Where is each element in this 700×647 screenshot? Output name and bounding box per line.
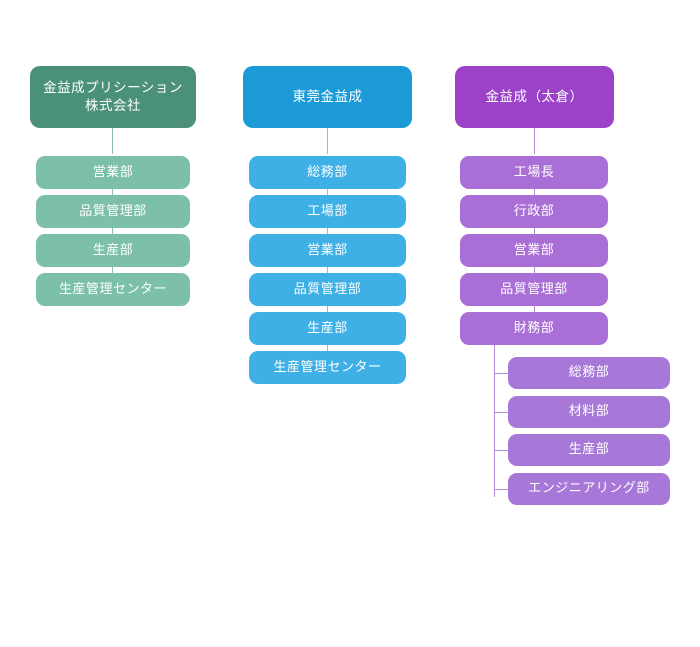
org-node-3-1[interactable]: 行政部 [460, 195, 608, 228]
org-node-2-3[interactable]: 品質管理部 [249, 273, 406, 306]
connector-1-1 [112, 228, 113, 234]
sub-bracket-branch-2 [494, 450, 508, 451]
org-node-3-2[interactable]: 営業部 [460, 234, 608, 267]
sub-bracket-branch-1 [494, 412, 508, 413]
connector-root-3 [534, 128, 535, 154]
org-node-2-4[interactable]: 生産部 [249, 312, 406, 345]
org-node-3-4-0[interactable]: 総務部 [508, 357, 670, 389]
org-node-2-2[interactable]: 営業部 [249, 234, 406, 267]
connector-1-2 [112, 267, 113, 273]
connector-2-2 [327, 267, 328, 273]
org-node-root-1[interactable]: 金益成プリシーション 株式会社 [30, 66, 196, 128]
org-node-1-1[interactable]: 品質管理部 [36, 195, 190, 228]
org-node-2-0[interactable]: 総務部 [249, 156, 406, 189]
connector-root-2 [327, 128, 328, 154]
connector-1-0 [112, 189, 113, 195]
org-node-3-0[interactable]: 工場長 [460, 156, 608, 189]
connector-2-0 [327, 189, 328, 195]
org-node-3-4-1[interactable]: 材料部 [508, 396, 670, 428]
connector-3-2 [534, 267, 535, 273]
org-node-root-2[interactable]: 東莞金益成 [243, 66, 412, 128]
org-node-3-4[interactable]: 財務部 [460, 312, 608, 345]
org-node-3-4-2[interactable]: 生産部 [508, 434, 670, 466]
org-node-3-3[interactable]: 品質管理部 [460, 273, 608, 306]
org-node-1-0[interactable]: 営業部 [36, 156, 190, 189]
sub-bracket-trunk [494, 345, 495, 497]
connector-3-3 [534, 306, 535, 312]
org-node-root-3[interactable]: 金益成（太倉） [455, 66, 614, 128]
connector-2-3 [327, 306, 328, 312]
org-node-2-5[interactable]: 生産管理センター [249, 351, 406, 384]
org-node-1-3[interactable]: 生産管理センター [36, 273, 190, 306]
connector-3-1 [534, 228, 535, 234]
connector-2-1 [327, 228, 328, 234]
sub-bracket-branch-0 [494, 373, 508, 374]
connector-2-4 [327, 345, 328, 351]
connector-3-0 [534, 189, 535, 195]
org-node-3-4-3[interactable]: エンジニアリング部 [508, 473, 670, 505]
org-node-1-2[interactable]: 生産部 [36, 234, 190, 267]
connector-root-1 [112, 128, 113, 154]
org-node-2-1[interactable]: 工場部 [249, 195, 406, 228]
sub-bracket-branch-3 [494, 489, 508, 490]
